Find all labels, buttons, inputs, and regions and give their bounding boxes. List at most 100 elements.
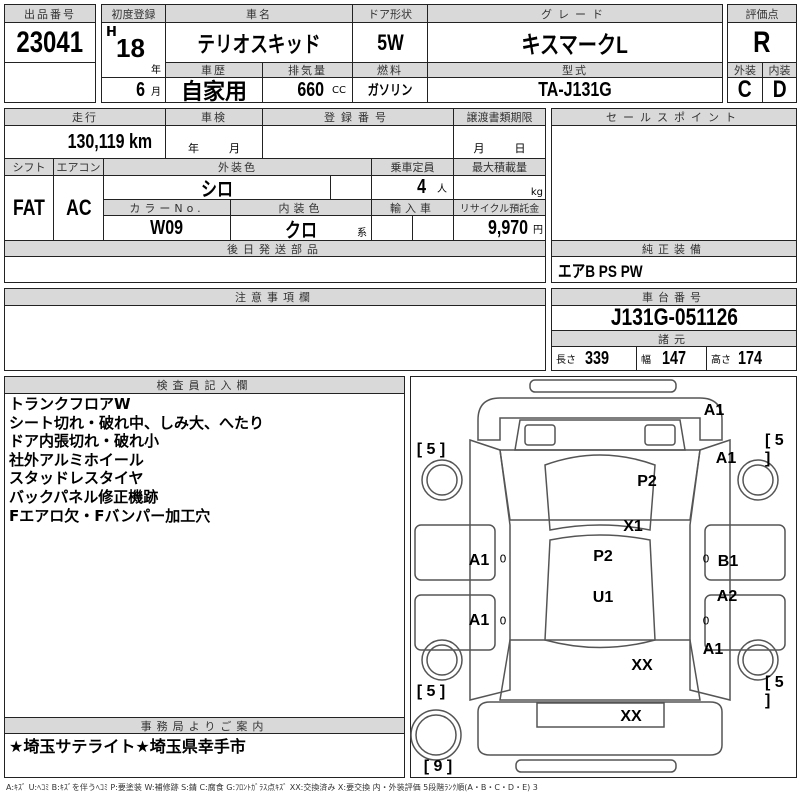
- tire-tread-mark: [ 5 ]: [765, 674, 784, 709]
- inspector-notes: トランクフロアW シート切れ・破れ中、しみ大、へたり ドア内張切れ・破れ小 社外…: [4, 393, 405, 718]
- grade-value: キスマークL: [521, 32, 629, 59]
- month: 6: [135, 78, 145, 101]
- displacement-header: 排気量: [262, 62, 353, 78]
- ext-color-value: シロ: [201, 179, 233, 200]
- capacity-unit: 人: [437, 184, 447, 195]
- score-value: R: [753, 25, 771, 59]
- legend: A:ｷｽﾞ U:ﾍｺﾐ B:ｷｽﾞを伴うﾍｺﾐ P:要塗装 W:補修跡 S:錆 …: [6, 783, 538, 792]
- inspector-notes-list: トランクフロアW シート切れ・破れ中、しみ大、へたり ドア内張切れ・破れ小 社外…: [9, 395, 264, 525]
- chassis: J131G-051126: [551, 305, 797, 331]
- displacement-unit: CC: [332, 84, 346, 96]
- later-parts: [4, 256, 546, 283]
- era: H: [106, 25, 117, 40]
- color-no-value: W09: [150, 216, 184, 239]
- width-label: 幅: [641, 355, 651, 366]
- mileage-value: 130,119 km: [67, 130, 153, 153]
- shift: FAT: [4, 175, 54, 241]
- damage-mark: X1: [623, 518, 643, 535]
- ac-header: エアコン: [53, 158, 104, 176]
- month-unit: 月: [151, 86, 161, 98]
- interior: D: [762, 77, 797, 103]
- office-note: ★埼玉サテライト★埼玉県幸手市: [9, 737, 246, 756]
- damage-mark: P2: [637, 473, 657, 490]
- fuel-header: 燃料: [352, 62, 428, 78]
- note-line: バックパネル修正機跡: [9, 487, 159, 506]
- car-diagram: A1 [ 5 ] [ 5 ] A1 P2 X1 A1 0 P2 B1 0 A2 …: [409, 376, 797, 778]
- inspection-month: 月: [229, 142, 240, 155]
- load-header: 最大積載量: [453, 158, 546, 176]
- exterior-header: 外装: [727, 62, 763, 78]
- damage-mark: XX: [620, 708, 642, 725]
- height: 高さ 174: [706, 346, 797, 371]
- note-line: ドア内張切れ・破れ小: [9, 432, 160, 451]
- door-mark: 0: [702, 614, 710, 628]
- height-value: 174: [738, 348, 763, 368]
- chassis-value: J131G-051126: [610, 305, 738, 331]
- door-mark: 0: [702, 552, 710, 566]
- damage-mark: A1: [703, 402, 725, 419]
- length-value: 339: [585, 348, 610, 368]
- width: 幅 147: [636, 346, 707, 371]
- caution: [4, 305, 546, 371]
- model-value: TA-J131G: [538, 78, 612, 101]
- doc-month: 月: [473, 142, 485, 155]
- car-name-value: テリオスキッド: [197, 31, 321, 57]
- shift-value: FAT: [13, 195, 45, 220]
- door-value: 5W: [376, 29, 404, 55]
- damage-mark: XX: [631, 657, 653, 674]
- note-line: 社外アルミホイール: [9, 450, 144, 469]
- displacement-value: 660: [296, 78, 324, 101]
- recycle-value: 9,970: [487, 216, 528, 239]
- equipment-value: エアB PS PW: [558, 262, 643, 281]
- damage-mark: A2: [716, 588, 738, 605]
- load-unit: kg: [530, 187, 543, 198]
- capacity-header: 乗車定員: [371, 158, 454, 176]
- damage-mark: U1: [592, 589, 614, 606]
- int-color-suffix: 系: [357, 228, 367, 239]
- car-name: テリオスキッド: [165, 22, 353, 63]
- tire-tread-mark: [ 5 ]: [416, 441, 446, 458]
- score-header: 評価点: [727, 4, 797, 23]
- int-color-value: クロ: [285, 219, 317, 241]
- door-mark: 0: [499, 552, 507, 566]
- note-line: スタッドレスタイヤ: [9, 469, 144, 488]
- damage-mark: A1: [702, 641, 724, 658]
- interior-value: D: [772, 77, 787, 103]
- car-outline-icon: [409, 378, 786, 773]
- damage-mark: A1: [468, 612, 490, 629]
- year-unit: 年: [151, 65, 161, 76]
- damage-mark: A1: [468, 552, 490, 569]
- lot-no-blank: [4, 62, 96, 103]
- exterior-value: C: [738, 77, 752, 103]
- grade-header: グレード: [427, 4, 723, 23]
- damage-mark: P2: [593, 548, 613, 565]
- inspector-header: 検査員記入欄: [4, 376, 405, 394]
- recycle-unit: 円: [533, 224, 543, 236]
- mileage-header: 走行: [4, 108, 166, 126]
- note-line: トランクフロアW: [9, 395, 131, 413]
- fuel-value: ガソリン: [367, 82, 413, 98]
- door-mark: 0: [499, 614, 507, 628]
- inspection-year: 年: [188, 142, 199, 155]
- note-line: Fエアロ欠・Fバンパー加工穴: [9, 506, 211, 525]
- doc-day: 日: [514, 142, 526, 155]
- length-label: 長さ: [556, 355, 576, 366]
- capacity-value: 4: [416, 176, 426, 198]
- tire-tread-mark: [ 5 ]: [416, 683, 446, 700]
- note-line: シート切れ・破れ中、しみ大、へたり: [9, 413, 265, 432]
- height-label: 高さ: [711, 355, 731, 366]
- damage-mark: A1: [715, 450, 737, 467]
- tire-tread-mark: [ 5 ]: [765, 432, 784, 467]
- color-no-header: カラーNo.: [103, 199, 231, 216]
- length: 長さ 339: [551, 346, 637, 371]
- lot-no-value: 23041: [16, 25, 84, 59]
- damage-mark: B1: [717, 553, 739, 570]
- width-value: 147: [662, 348, 687, 368]
- office-box: ★埼玉サテライト★埼玉県幸手市: [4, 733, 405, 778]
- equipment: エアB PS PW: [551, 256, 797, 283]
- ac-value: AC: [65, 195, 92, 220]
- year: 18: [116, 33, 145, 63]
- history-value: 自家用: [180, 79, 247, 103]
- spare-tire-mark: [ 9 ]: [423, 758, 453, 775]
